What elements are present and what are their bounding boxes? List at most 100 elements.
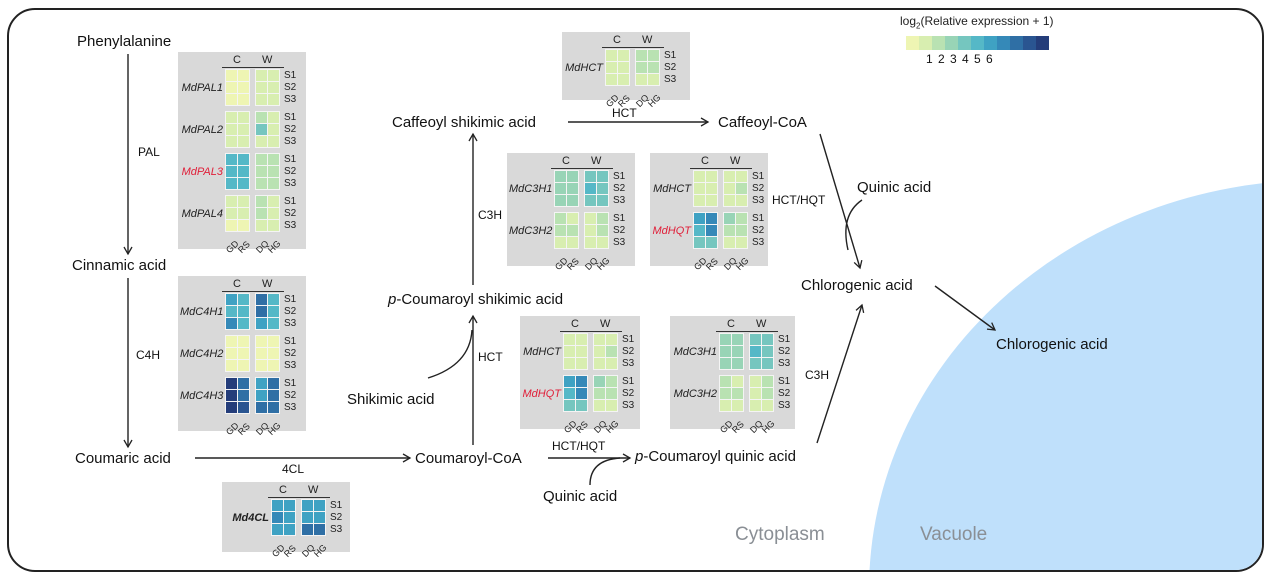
legend-swatch xyxy=(997,36,1010,50)
heatmap-cell xyxy=(225,347,238,360)
heatmap-cell xyxy=(731,375,744,388)
metabolite-cinnamic-acid: Cinnamic acid xyxy=(72,257,167,274)
heatmap-cell xyxy=(237,359,250,372)
heatmap-cell xyxy=(731,387,744,400)
row-label: S2 xyxy=(622,346,635,357)
heatmap-cell xyxy=(575,357,588,370)
group-label-w: W xyxy=(262,54,273,66)
heatmap-cell xyxy=(584,182,597,195)
heatmap-cell xyxy=(563,387,576,400)
heatmap-cell xyxy=(705,182,718,195)
gene-label: MdHCT xyxy=(565,62,603,74)
heatmap-cell xyxy=(225,69,238,82)
row-label: S1 xyxy=(778,376,791,387)
heatmap-cell xyxy=(255,293,268,306)
heatmap-cell xyxy=(719,387,732,400)
arrow-chlorogenic-to-vacuole xyxy=(934,285,997,331)
gene-label: MdPAL4 xyxy=(181,208,223,220)
gene-label: MdC3H2 xyxy=(673,388,717,400)
heatmap-cell xyxy=(267,135,280,148)
heatmap-cell xyxy=(267,165,280,178)
row-label: S3 xyxy=(622,400,635,411)
heatmap-cell xyxy=(267,123,280,136)
heatmap-cell xyxy=(731,345,744,358)
enzyme-4cl: 4CL xyxy=(282,462,305,476)
group-underline xyxy=(222,291,284,292)
heatmap-cell xyxy=(255,111,268,124)
heatmap-cell xyxy=(723,182,736,195)
row-label: S3 xyxy=(613,195,626,206)
enzyme-hct-hqt-upper: HCT/HQT xyxy=(772,193,826,207)
heatmap-cell xyxy=(617,73,630,86)
heatmap-cell xyxy=(705,224,718,237)
heatmap-cell xyxy=(705,212,718,225)
heatmap-cell xyxy=(596,194,609,207)
italic-p: p xyxy=(635,448,644,465)
row-label: S3 xyxy=(330,524,343,535)
row-label: S1 xyxy=(284,154,297,165)
legend-swatch xyxy=(906,36,919,50)
group-underline xyxy=(222,67,284,68)
heatmap-cell xyxy=(267,93,280,106)
enzyme-pal: PAL xyxy=(138,145,160,159)
heatmap-cell xyxy=(271,523,284,536)
heatmap-cell xyxy=(719,345,732,358)
row-label: S2 xyxy=(284,390,297,401)
heatmap-cell xyxy=(267,177,280,190)
group-label-w: W xyxy=(642,34,653,46)
row-label: S3 xyxy=(752,195,765,206)
heatmap-cell xyxy=(605,49,618,62)
heatmap-cell xyxy=(554,182,567,195)
row-label: S2 xyxy=(284,166,297,177)
row-label: S2 xyxy=(622,388,635,399)
gene-label: MdHQT xyxy=(652,225,692,237)
row-label: S3 xyxy=(284,360,297,371)
legend-title: log2(Relative expression + 1) xyxy=(900,14,1054,30)
heatmap-cell xyxy=(267,347,280,360)
heatmap-cell xyxy=(723,170,736,183)
heatmap-cell xyxy=(267,207,280,220)
heatmap-cell xyxy=(283,499,296,512)
metabolite-quinic-acid-bottom: Quinic acid xyxy=(543,488,618,505)
heatmap-cell xyxy=(255,153,268,166)
legend-title-log: log xyxy=(900,14,917,28)
heatmap-cell xyxy=(237,335,250,348)
legend-swatch xyxy=(984,36,997,50)
legend-swatch xyxy=(958,36,971,50)
gene-label: MdPAL2 xyxy=(181,124,223,136)
arrow-caffeoylcoa-to-chlorogenic xyxy=(819,133,863,270)
row-label: S2 xyxy=(613,225,626,236)
group-label-w: W xyxy=(730,155,741,167)
heatmap-cell xyxy=(225,293,238,306)
heatmap-cell xyxy=(719,357,732,370)
heatmap-cell xyxy=(267,111,280,124)
heatmap-cell xyxy=(271,511,284,524)
enzyme-c4h: C4H xyxy=(136,348,161,362)
metabolite-caffeoyl-shikimic-acid: Caffeoyl shikimic acid xyxy=(392,114,536,131)
legend-tick-labels: 1 2 3 4 5 6 xyxy=(926,52,994,66)
heatmap-cell xyxy=(735,236,748,249)
gene-label: MdC3H1 xyxy=(673,346,717,358)
metabolite-caffeoyl-coa: Caffeoyl-CoA xyxy=(718,114,807,131)
heatmap-cell xyxy=(267,293,280,306)
group-label-c: C xyxy=(562,155,570,167)
heatmap-cell xyxy=(554,194,567,207)
heatmap-cell xyxy=(593,345,606,358)
group-label-w: W xyxy=(756,318,767,330)
heatmap-cell xyxy=(237,153,250,166)
heatmap-cell xyxy=(267,401,280,414)
heatmap-cell xyxy=(735,224,748,237)
heatmap-cell xyxy=(225,401,238,414)
heatmap-cell xyxy=(225,177,238,190)
heatmap-cell xyxy=(225,389,238,402)
heatmap-cell xyxy=(563,399,576,412)
heatmap-cell xyxy=(617,49,630,62)
row-label: S2 xyxy=(284,208,297,219)
row-label: S1 xyxy=(284,112,297,123)
heatmap-cell xyxy=(749,333,762,346)
heatmap-cell xyxy=(693,182,706,195)
